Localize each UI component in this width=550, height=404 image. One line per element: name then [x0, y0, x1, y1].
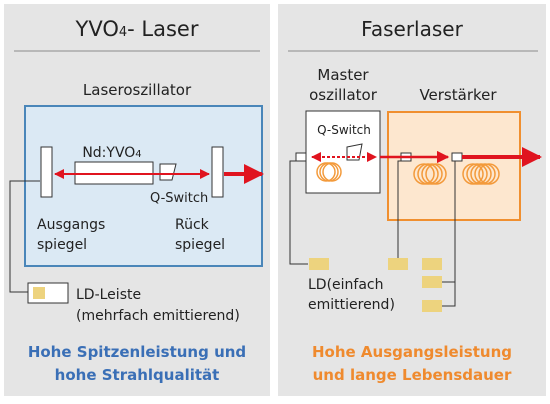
left-summary-1: Hohe Spitzenleistung und: [28, 343, 246, 361]
q-switch-label: Q-Switch: [150, 191, 208, 206]
crystal-label: Nd:YVO4: [82, 145, 141, 161]
ld-bar: [33, 287, 45, 299]
ld-emitter-4: [422, 276, 442, 288]
ld-single-label: LD(einfach: [308, 277, 384, 293]
ld-emitter-2: [388, 258, 408, 270]
amplifier-label: Verstärker: [419, 86, 497, 104]
master-fiber-coil: [316, 162, 342, 182]
rear-mirror-label: Rück: [175, 217, 210, 233]
rear-mirror: [211, 146, 224, 198]
output-mirror: [40, 146, 53, 198]
amplifier-box: [387, 111, 521, 221]
pump-wires: [289, 160, 456, 307]
output-mirror-label-2: spiegel: [37, 237, 87, 253]
output-mirror-label: Ausgangs: [37, 217, 105, 233]
left-summary-2: hohe Strahlqualität: [55, 366, 220, 384]
right-title: Faserlaser: [361, 17, 463, 41]
ld-bar-label: LD-Leiste: [76, 287, 141, 303]
ld-emitter-3: [422, 258, 442, 270]
pump-wire: [9, 180, 40, 293]
amp-fiber-coil-1: [413, 163, 447, 185]
right-summary-2: und lange Lebensdauer: [313, 366, 512, 384]
right-summary-1: Hohe Ausgangsleistung: [312, 343, 512, 361]
ld-single-label-2: emittierend): [308, 297, 395, 313]
master-oscillator-label: Master: [317, 66, 369, 84]
left-title: YVO4- Laser: [75, 17, 199, 41]
amp-fiber-coil-2: [462, 163, 500, 185]
ld-emitter-5: [422, 300, 442, 312]
fiber-grating-left: [295, 152, 307, 162]
ld-bar-label-2: (mehrfach emittierend): [76, 308, 240, 324]
right-q-switch-label: Q-Switch: [317, 123, 371, 137]
laseroszillator-label: Laseroszillator: [83, 81, 192, 99]
rear-mirror-label-2: spiegel: [175, 237, 225, 253]
fiber-coupler-2: [451, 152, 463, 162]
ld-emitter-1: [309, 258, 329, 270]
master-oscillator-label-2: oszillator: [309, 86, 378, 104]
